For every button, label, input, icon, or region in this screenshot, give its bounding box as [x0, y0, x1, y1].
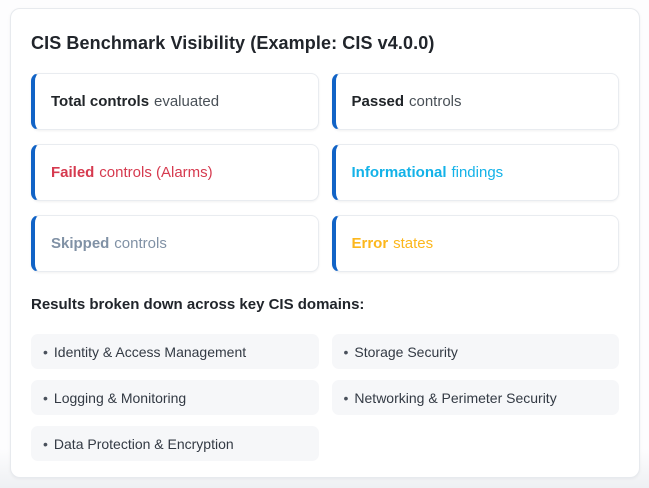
domain-label: Data Protection & Encryption: [53, 435, 234, 452]
domain-label: Networking & Perimeter Security: [354, 389, 557, 406]
cis-benchmark-panel: CIS Benchmark Visibility (Example: CIS v…: [10, 8, 640, 478]
domain-item-storage-security: • Storage Security: [331, 334, 619, 369]
domain-item-data-protection-encryption: • Data Protection & Encryption: [31, 426, 319, 461]
status-rest: controls (Alarms): [99, 164, 213, 181]
panel-title: CIS Benchmark Visibility (Example: CIS v…: [31, 33, 435, 53]
bullet-icon: •: [343, 389, 349, 406]
bullet-icon: •: [43, 343, 48, 360]
domain-label: Storage Security: [354, 343, 458, 360]
bullet-icon: •: [343, 343, 349, 360]
status-rest: states: [393, 235, 434, 252]
domain-item-networking-perimeter-security: • Networking & Perimeter Security: [331, 380, 619, 415]
domain-label: Logging & Monitoring: [53, 389, 187, 406]
status-rest: controls: [114, 235, 167, 252]
status-emphasis: Total controls: [51, 93, 150, 110]
domain-label: Identity & Access Management: [53, 343, 247, 360]
status-emphasis: Error: [351, 235, 389, 252]
domain-grid: • Identity & Access Management • Storage…: [31, 334, 619, 461]
domains-heading: Results broken down across key CIS domai…: [31, 296, 365, 313]
bullet-icon: •: [43, 435, 48, 452]
bullet-icon: •: [43, 389, 48, 406]
status-rest: evaluated: [154, 93, 220, 110]
status-emphasis: Failed: [51, 164, 95, 181]
status-emphasis: Skipped: [51, 235, 110, 252]
status-emphasis: Passed: [351, 93, 405, 110]
status-emphasis: Informational: [351, 164, 447, 181]
status-rest: controls: [408, 93, 462, 110]
domain-item-logging-monitoring: • Logging & Monitoring: [31, 380, 319, 415]
status-rest: findings: [451, 164, 504, 181]
domain-item-identity-access-management: • Identity & Access Management: [31, 334, 319, 369]
